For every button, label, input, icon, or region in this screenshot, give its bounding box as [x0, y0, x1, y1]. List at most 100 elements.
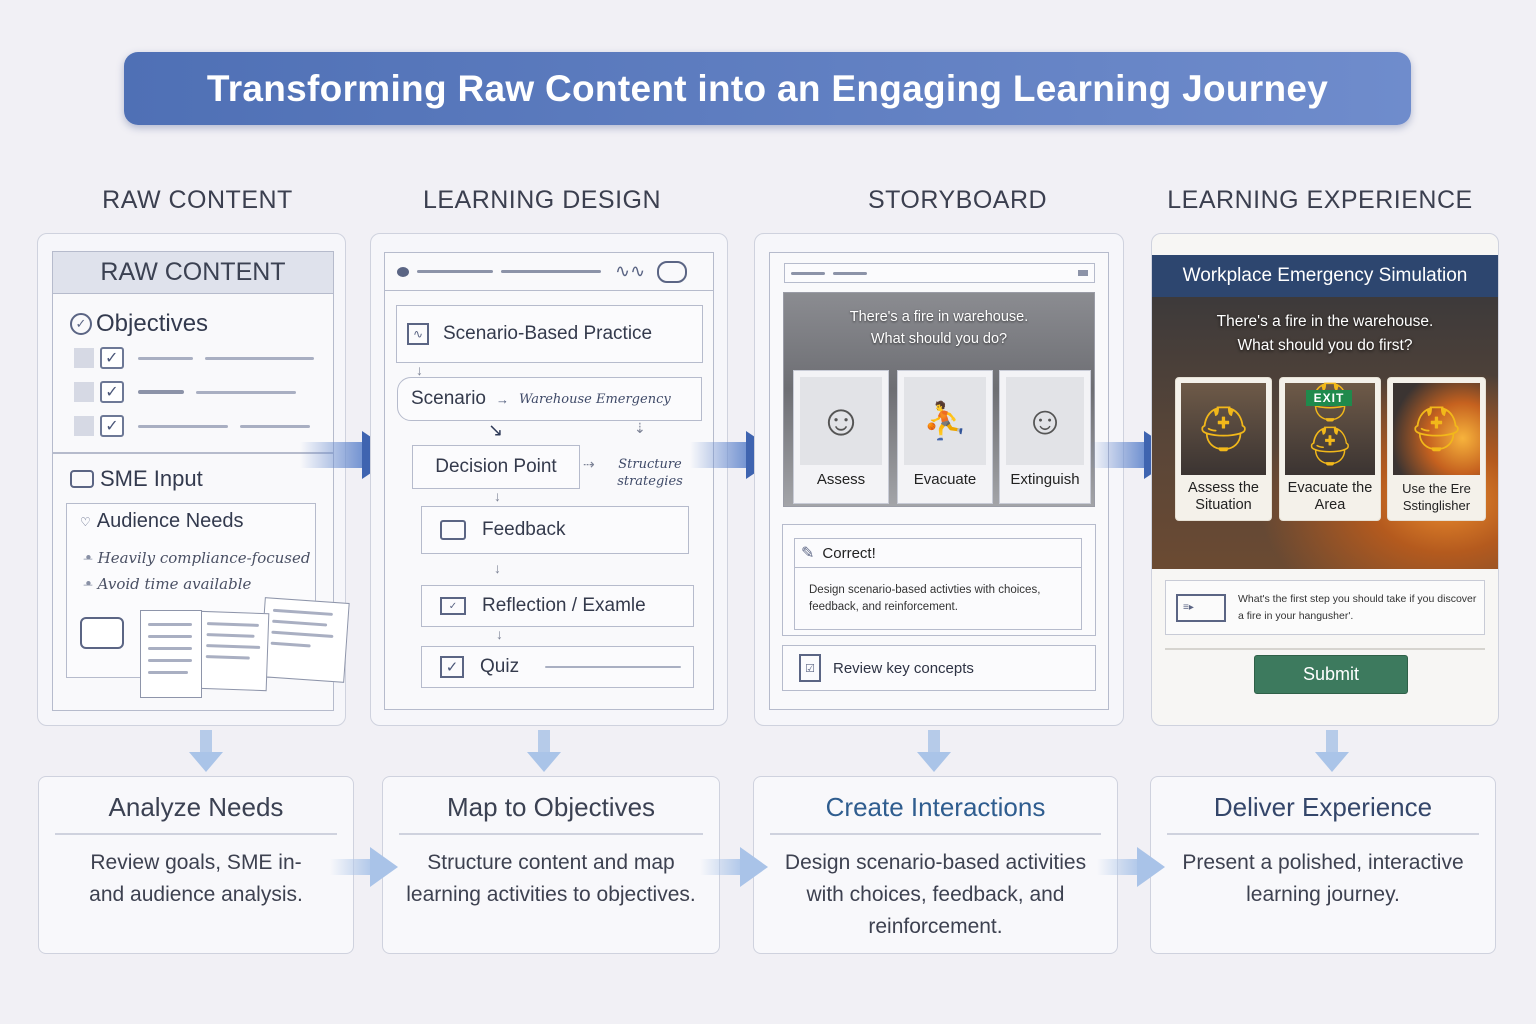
- chat-icon: [70, 470, 94, 488]
- flow-arrow-2: [690, 442, 750, 468]
- reflection-icon: ✓: [440, 597, 466, 615]
- decision-point-label: Decision Point: [435, 456, 557, 477]
- review-row[interactable]: ☑ Review key concepts: [782, 645, 1096, 691]
- cloud-icon: [657, 260, 688, 283]
- list-item: •̶ Avoid time available: [84, 575, 252, 593]
- quiz-label: Quiz: [480, 656, 520, 677]
- connector-arrow: ⇢: [583, 456, 595, 472]
- choice-label: Evacuate the Area: [1287, 480, 1373, 513]
- step-body: Present a polished, interactive learning…: [1182, 850, 1464, 906]
- choice-label: Evacuate: [913, 471, 977, 488]
- speech-bubble-icon: [80, 617, 124, 649]
- column-heading-experience: LEARNING EXPERIENCE: [1167, 186, 1473, 214]
- choice-card-evacuate[interactable]: ⛑⛑ EXIT Evacuate the Area: [1279, 377, 1381, 521]
- step-body: Review goals, SME in- and audience analy…: [89, 850, 303, 906]
- storyboard-prompt: There's a fire in warehouse. What should…: [849, 309, 1029, 347]
- feedback-inner: [794, 538, 1082, 630]
- target-icon: ✓: [70, 313, 92, 335]
- document-icon: [140, 610, 202, 698]
- column-heading-storyboard: STORYBOARD: [867, 186, 1048, 214]
- connector-arrow: ↓: [416, 362, 423, 378]
- connector-arrow: ↓: [494, 560, 501, 576]
- step-title: Create Interactions: [825, 792, 1046, 822]
- message-icon: [440, 520, 466, 540]
- design-toolbar: ∿∿: [385, 253, 713, 291]
- feedback-text: Design scenario-based activties with cho…: [809, 584, 1041, 613]
- down-arrow-stem: [1326, 730, 1338, 752]
- choice-card-extinguish[interactable]: ⛑ Use the Ere Sstinglisher: [1387, 377, 1486, 521]
- step-arrow-stem: [1097, 859, 1139, 875]
- arrow-down-icon: [189, 752, 223, 772]
- correct-header: ✎ Correct!: [795, 539, 1081, 568]
- connector-arrow: ↓: [494, 488, 501, 504]
- page-title: Transforming Raw Content into an Engagin…: [124, 52, 1411, 125]
- audience-needs-heading: ♡ Audience Needs: [80, 510, 244, 533]
- choice-card-assess[interactable]: ⛑ Assess the Situation: [1175, 377, 1272, 521]
- checklist-row: ✓: [74, 415, 314, 437]
- connector-arrow: ↘: [488, 420, 504, 440]
- step-card-create: Create Interactions Design scenario-base…: [753, 776, 1118, 954]
- document-icon: [196, 610, 270, 692]
- audience-needs-label: Audience Needs: [96, 510, 244, 532]
- step-arrow-stem: [700, 859, 742, 875]
- step-card-deliver: Deliver Experience Present a polished, i…: [1150, 776, 1496, 954]
- down-arrow-stem: [200, 730, 212, 752]
- checklist-row: ✓: [74, 347, 315, 369]
- flow-arrow-3: [1090, 442, 1146, 468]
- structure-note: Structure strategies: [617, 457, 683, 489]
- thumbs-up-icon: ✎: [801, 545, 815, 562]
- arrow-right-icon: [740, 847, 768, 887]
- storyboard-address-bar: [784, 263, 1095, 283]
- submit-button[interactable]: Submit: [1254, 655, 1408, 694]
- reflection-box: ✓ Reflection / Examle: [421, 585, 694, 627]
- choice-label: Assess: [816, 471, 866, 488]
- document-icon: [259, 597, 350, 683]
- squiggle-icon: ∿∿: [615, 261, 646, 281]
- step-arrow-stem: [330, 859, 372, 875]
- down-arrow-stem: [928, 730, 940, 752]
- storyboard-choice-evacuate[interactable]: ⛹ Evacuate: [897, 370, 993, 504]
- heart-icon: ♡: [80, 514, 91, 529]
- arrow-right-icon: [1137, 847, 1165, 887]
- step-title: Analyze Needs: [108, 792, 284, 822]
- step-title: Deliver Experience: [1213, 792, 1433, 822]
- extinguisher-icon: ☺: [1006, 377, 1084, 465]
- column-heading-raw: RAW CONTENT: [102, 186, 293, 214]
- step-title: Map to Objectives: [446, 792, 656, 822]
- step-body: Structure content and map learning activ…: [406, 850, 696, 906]
- connector-arrow: ⇣: [634, 420, 646, 436]
- feedback-box: Feedback: [421, 506, 689, 554]
- chart-icon: ∿: [407, 323, 429, 345]
- down-arrow-stem: [538, 730, 550, 752]
- connector-arrow: ↓: [496, 626, 503, 642]
- scenario-note: Warehouse Emergency: [519, 391, 671, 407]
- correct-label: Correct!: [822, 544, 876, 562]
- scenario-practice-box: ∿ Scenario-Based Practice: [396, 305, 703, 363]
- arrow-down-icon: [917, 752, 951, 772]
- audience-bullets: •̶ Heavily compliance-focused •̶ Avoid t…: [84, 545, 310, 597]
- form-icon: ≡▸: [1176, 593, 1226, 622]
- checklist-row: ✓: [74, 381, 314, 403]
- choice-label: Use the Ere Sstinglisher: [1402, 481, 1471, 513]
- checkbox-icon: ✓: [100, 415, 124, 437]
- divider: [1165, 648, 1485, 650]
- scenario-practice-label: Scenario-Based Practice: [443, 323, 653, 344]
- choice-label: Extinguish: [1010, 471, 1080, 488]
- decision-point-box: Decision Point: [412, 445, 580, 489]
- simulation-header: Workplace Emergency Simulation: [1152, 255, 1498, 297]
- feedback-label: Feedback: [482, 519, 566, 540]
- worker-helmet-icon: ⛑: [1181, 383, 1266, 475]
- review-label: Review key concepts: [833, 659, 974, 677]
- objectives-label: Objectives: [96, 310, 209, 337]
- storyboard-choice-assess[interactable]: ☺ Assess: [793, 370, 889, 504]
- flow-arrow-1: [300, 442, 366, 468]
- checkbox-icon: ✓: [100, 381, 124, 403]
- storyboard-choice-extinguish[interactable]: ☺ Extinguish: [999, 370, 1091, 504]
- raw-content-header: RAW CONTENT: [53, 252, 333, 294]
- checklist-icon: ☑: [799, 654, 821, 682]
- step-body: Design scenario-based activities with ch…: [784, 850, 1087, 938]
- divider: [53, 452, 333, 454]
- checkbox-icon: ✓: [440, 656, 464, 678]
- running-people-icon: ⛹: [904, 377, 986, 465]
- step-card-analyze: Analyze Needs Review goals, SME in- and …: [38, 776, 354, 954]
